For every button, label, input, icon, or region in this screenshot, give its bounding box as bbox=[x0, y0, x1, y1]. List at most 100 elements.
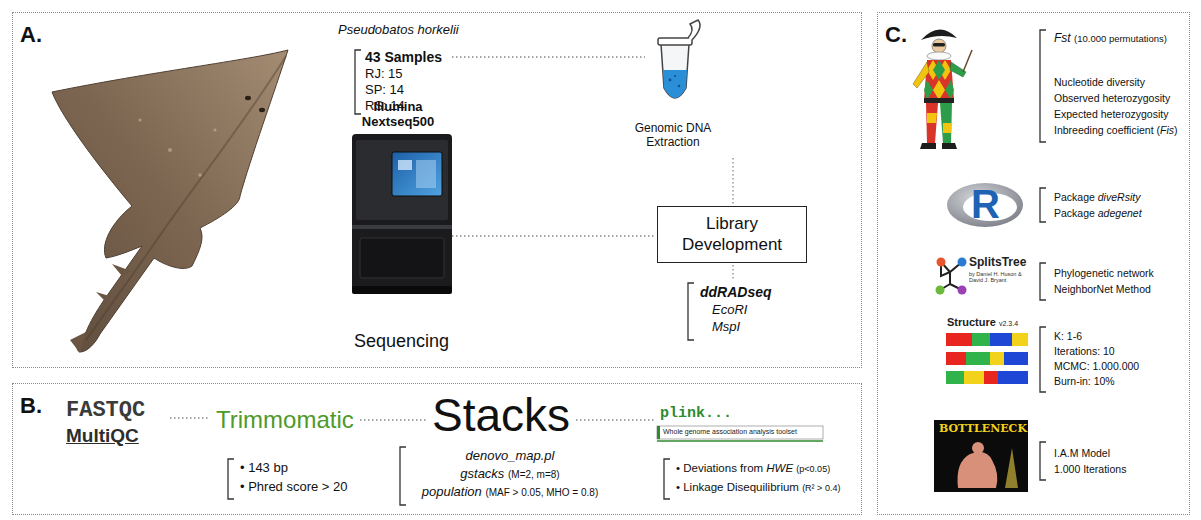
panel-letter: C. bbox=[885, 23, 907, 47]
harlequin-illustration bbox=[927, 113, 951, 133]
bracket bbox=[1040, 30, 1046, 142]
text-run: Package bbox=[1054, 191, 1098, 203]
structure-bars bbox=[990, 352, 1004, 365]
guitarfish-illustration bbox=[213, 128, 216, 131]
plink-subtitle-frame bbox=[657, 426, 823, 439]
analysis-item: Expected heterozygosity bbox=[1054, 108, 1168, 120]
sequencer-illustration bbox=[352, 225, 452, 229]
dotted-flow-line bbox=[452, 56, 645, 57]
text-run: Package bbox=[1054, 207, 1098, 219]
harlequin-illustration bbox=[913, 62, 929, 88]
structure-bars bbox=[1012, 333, 1028, 346]
harlequin-illustration bbox=[933, 43, 945, 47]
text-run: Pseudobatos horkelii bbox=[338, 22, 459, 37]
text-run: diveRsity bbox=[1098, 191, 1141, 203]
guitarfish-illustration bbox=[245, 96, 251, 100]
analysis-item: NeighborNet Method bbox=[1054, 283, 1151, 295]
dotted-flow-line bbox=[452, 235, 656, 236]
guitarfish-illustration bbox=[168, 148, 172, 152]
tube-icon bbox=[661, 44, 689, 98]
process-box: Library Development bbox=[657, 206, 807, 263]
tube-icon bbox=[658, 38, 692, 45]
text-run: BOTTLENECK bbox=[939, 422, 1027, 435]
bracket bbox=[228, 459, 234, 499]
text-run: Stacks bbox=[432, 389, 570, 441]
analysis-item: Package diveRsity bbox=[1054, 191, 1140, 203]
text-run: MspI bbox=[712, 319, 740, 334]
text-run: plink... bbox=[660, 405, 732, 422]
text-run: (M=2, m=8) bbox=[508, 469, 560, 480]
text-run: (p<0.05) bbox=[796, 464, 830, 474]
tool-logo: Trimmomatic bbox=[216, 406, 354, 434]
parameter: population (MAF > 0.05, MHO = 0.8) bbox=[402, 485, 618, 500]
sample-total: 43 Samples bbox=[365, 49, 442, 65]
analysis-item: Observed heterozygosity bbox=[1054, 92, 1170, 104]
text-run: EcoRI bbox=[712, 302, 747, 317]
bottleneck-logo bbox=[958, 452, 998, 488]
splitstree-logo bbox=[936, 286, 945, 295]
text-run bbox=[793, 462, 796, 474]
tool-logo: plink... bbox=[660, 405, 732, 422]
analysis-item: Fst (10.000 permutations) bbox=[1054, 32, 1167, 46]
structure-bars bbox=[998, 371, 1028, 384]
harlequin-illustration bbox=[963, 50, 972, 72]
sample-count: RJ: 15 bbox=[365, 67, 403, 82]
text-run bbox=[996, 316, 999, 328]
bracket bbox=[355, 50, 361, 114]
harlequin-illustration bbox=[924, 98, 954, 103]
text-run: HWE bbox=[766, 462, 793, 474]
analysis-item: Iterations: 10 bbox=[1054, 345, 1115, 357]
splitstree-logo bbox=[936, 258, 967, 295]
instrument-name: Illumina Nextseq500 bbox=[348, 100, 448, 130]
structure-bars bbox=[964, 371, 984, 384]
bottleneck-logo bbox=[934, 420, 1028, 492]
analysis-item: MCMC: 1.000.000 bbox=[1054, 360, 1139, 372]
sequencer-illustration bbox=[360, 238, 444, 278]
parameter: • 143 bp bbox=[240, 461, 288, 476]
bracket bbox=[1040, 442, 1046, 480]
text-run: Iterations: 10 bbox=[1054, 345, 1115, 357]
bracket bbox=[1040, 188, 1046, 222]
harlequin-illustration bbox=[913, 29, 972, 149]
text-run: Whole genome association analysis toolse… bbox=[663, 428, 797, 435]
species-name: Pseudobatos horkelii bbox=[338, 23, 459, 38]
tube-icon bbox=[658, 20, 700, 98]
text-run: (10.000 permutations) bbox=[1074, 33, 1167, 44]
tool-logo: MultiQC bbox=[66, 425, 139, 447]
panel-letter: A. bbox=[20, 23, 42, 47]
sequencer-illustration bbox=[392, 152, 442, 196]
sequencer-illustration bbox=[352, 134, 452, 292]
guitarfish-illustration bbox=[86, 56, 286, 340]
step-label: Sequencing bbox=[354, 331, 449, 352]
bottleneck-logo bbox=[972, 442, 984, 454]
structure-bars bbox=[984, 371, 998, 384]
sequencer-illustration bbox=[352, 286, 452, 294]
structure-bars bbox=[946, 333, 1028, 384]
harlequin-illustration bbox=[920, 143, 957, 149]
parameter: gstacks (M=2, m=8) bbox=[402, 467, 618, 482]
text-run: Genomic DNA Extraction bbox=[635, 121, 712, 149]
logo-text: Structure v2.3.4 bbox=[947, 316, 1018, 329]
bracket bbox=[1040, 263, 1046, 300]
harlequin-illustration bbox=[927, 52, 951, 60]
text-run bbox=[482, 484, 486, 499]
tube-icon bbox=[663, 70, 687, 98]
text-run: adegenet bbox=[1098, 207, 1142, 219]
bracket bbox=[664, 459, 670, 499]
text-run: Expected heterozygosity bbox=[1054, 108, 1168, 120]
text-run: FASTQC bbox=[66, 398, 145, 423]
bracket bbox=[228, 30, 1046, 505]
panel-letter: B. bbox=[20, 394, 42, 418]
bracket bbox=[1040, 327, 1046, 392]
text-run: SplitsTree bbox=[969, 255, 1026, 269]
text-run: ) bbox=[1174, 124, 1178, 136]
harlequin-illustration bbox=[924, 60, 954, 100]
analysis-item: Phylogenetic network bbox=[1054, 267, 1154, 279]
sequencer-illustration bbox=[398, 160, 412, 170]
sample-count: SP: 14 bbox=[365, 83, 404, 98]
structure-bars bbox=[990, 333, 1012, 346]
structure-bars bbox=[946, 352, 966, 365]
harlequin-illustration bbox=[924, 60, 954, 100]
analysis-item: Package adegenet bbox=[1054, 207, 1142, 219]
r-logo bbox=[947, 183, 1023, 227]
